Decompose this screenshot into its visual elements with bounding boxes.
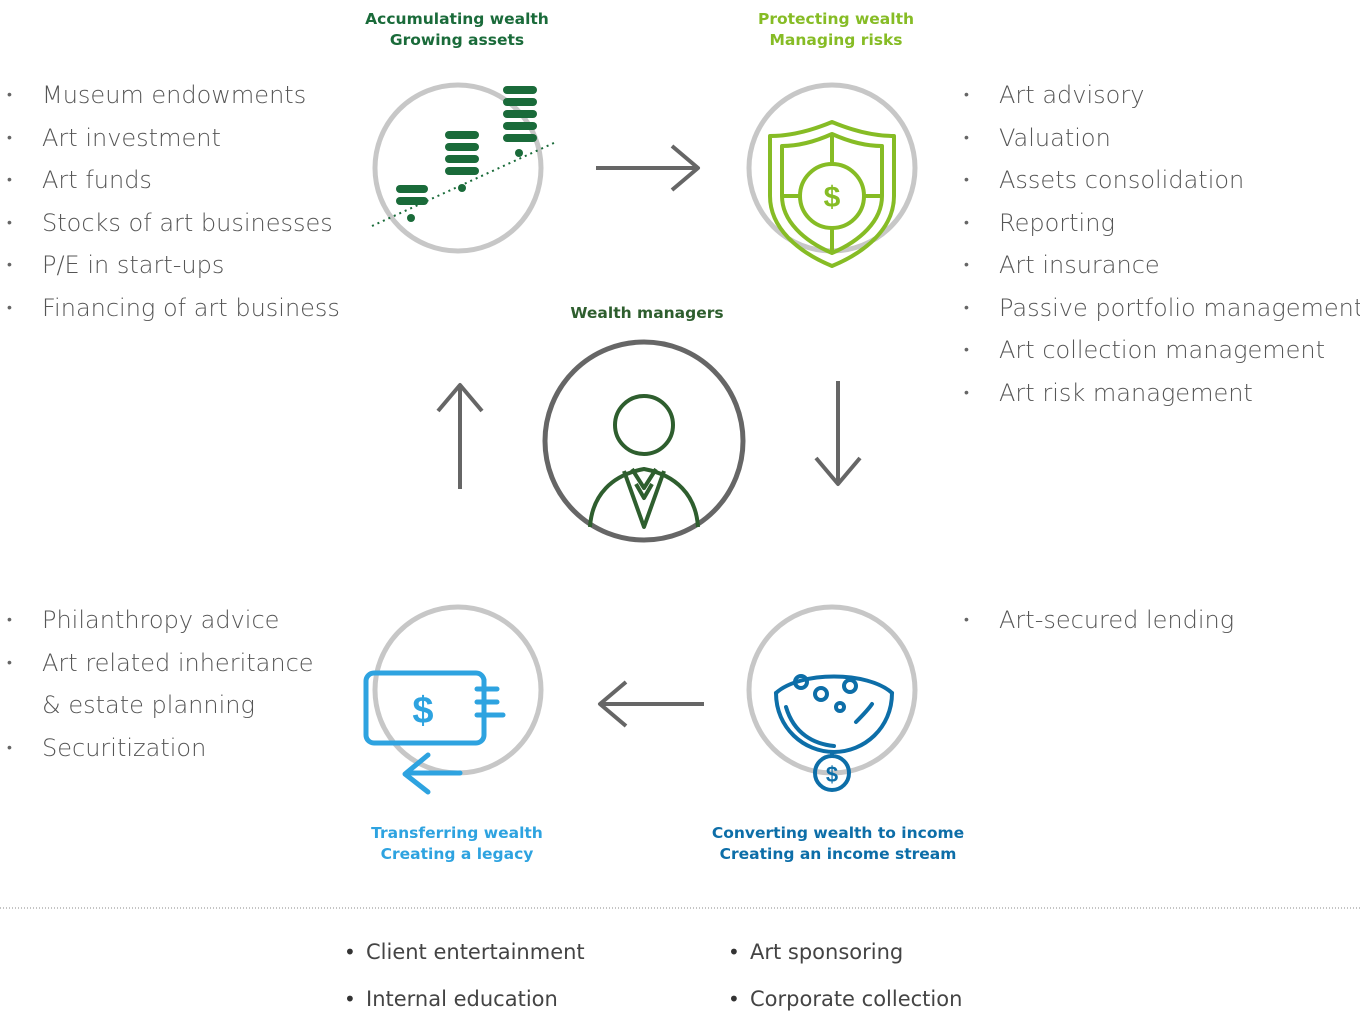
protecting-caption: Protecting wealth Managing risks (758, 9, 914, 51)
top-left-list: Museum endowments Art investment Art fun… (0, 74, 340, 329)
list-item: Stocks of art businesses (0, 202, 340, 245)
converting-subtitle: Creating an income stream (719, 845, 957, 863)
list-item: Art-secured lending (957, 599, 1234, 642)
list-item: P/E in start-ups (0, 244, 340, 287)
arrow-right-icon (596, 144, 700, 192)
list-item: Art funds (0, 159, 340, 202)
wealth-managers-label: Wealth managers (570, 303, 723, 324)
list-item: Securitization (0, 727, 314, 770)
list-item: Passive portfolio management (957, 287, 1360, 330)
footer-list-left: Client entertainment Internal education (344, 929, 585, 1023)
footer-item: Internal education (344, 976, 585, 1023)
banknote-transfer-icon (363, 670, 506, 795)
banknote-dollar-sign: $ (412, 690, 433, 732)
person-icon (588, 394, 700, 529)
arrow-down-icon (814, 381, 862, 486)
list-item-continuation: & estate planning (42, 691, 255, 719)
converting-circle (746, 604, 918, 776)
wealth-managers-text: Wealth managers (570, 304, 724, 322)
accumulating-caption: Accumulating wealth Growing assets (365, 9, 549, 51)
dollar-sign: $ (824, 181, 841, 214)
bottom-right-list: Art-secured lending (957, 599, 1234, 642)
list-item: Philanthropy advice (0, 599, 314, 642)
transferring-caption: Transferring wealth Creating a legacy (371, 823, 543, 865)
accumulating-title: Accumulating wealth (365, 10, 549, 28)
converting-title: Converting wealth to income (711, 824, 965, 842)
bowl-dollar-icon (774, 674, 894, 792)
wealth-managers-circle (542, 339, 746, 543)
converting-caption: Converting wealth to income Creating an … (712, 823, 964, 865)
shield-dollar-icon (768, 120, 896, 268)
list-item: Art insurance (957, 244, 1360, 287)
list-item: Art collection management (957, 329, 1360, 372)
footer-list-right: Art sponsoring Corporate collection (728, 929, 962, 1023)
list-item: Art related inheritance (0, 642, 314, 685)
transferring-subtitle: Creating a legacy (380, 845, 534, 863)
list-item: Financing of art business (0, 287, 340, 330)
accumulating-circle (372, 82, 544, 254)
list-item: Valuation (957, 117, 1360, 160)
list-item: Reporting (957, 202, 1360, 245)
arrow-left-icon (598, 680, 704, 728)
footer-item: Corporate collection (728, 976, 962, 1023)
top-right-list: Art advisory Valuation Assets consolidat… (957, 74, 1360, 414)
coins-growth-icon (371, 86, 557, 227)
list-item: Assets consolidation (957, 159, 1360, 202)
list-item: Art risk management (957, 372, 1360, 415)
bowl-dollar-sign: $ (826, 762, 838, 787)
list-item: Art investment (0, 117, 340, 160)
accumulating-subtitle: Growing assets (389, 31, 525, 49)
bottom-left-list: Philanthropy advice Art related inherita… (0, 599, 314, 769)
list-item: Museum endowments (0, 74, 340, 117)
arrow-up-icon (436, 383, 484, 489)
transferring-circle (372, 604, 544, 776)
list-item: Art advisory (957, 74, 1360, 117)
footer-item: Art sponsoring (728, 929, 962, 976)
footer-item: Client entertainment (344, 929, 585, 976)
protecting-title: Protecting wealth (757, 10, 915, 28)
protecting-subtitle: Managing risks (769, 31, 903, 49)
transferring-title: Transferring wealth (371, 824, 543, 842)
